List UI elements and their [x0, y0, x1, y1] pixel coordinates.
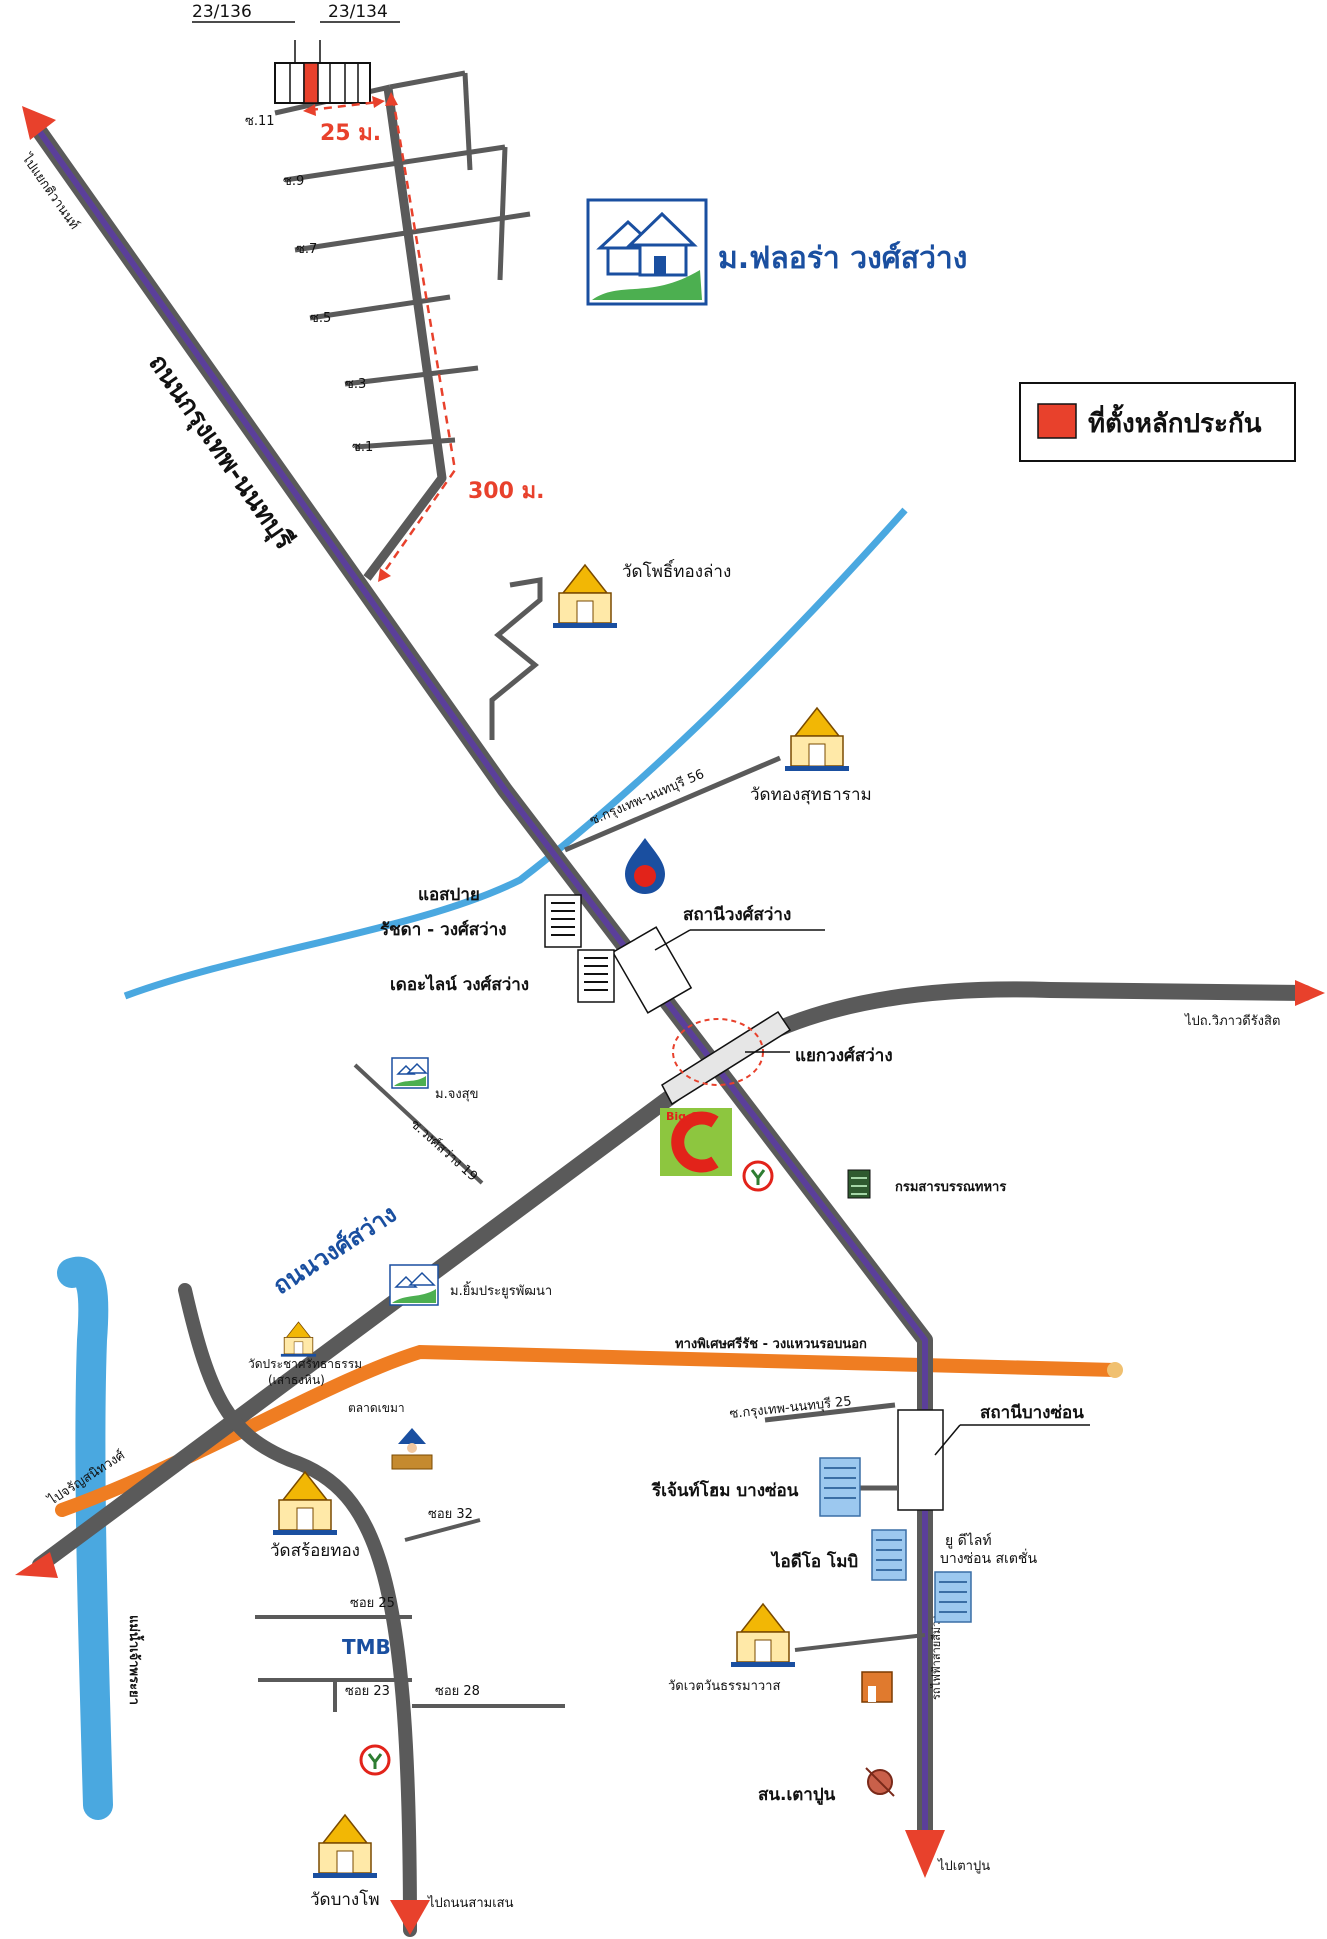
- market-icon: [391, 1428, 433, 1470]
- expressway-line: [55, 1344, 1122, 1517]
- soi-11-label: ซ.11: [245, 114, 275, 129]
- arrow-25-right-icon: [372, 96, 385, 108]
- place-junction-wongsawang: แยกวงศ์สว่าง: [795, 1045, 893, 1066]
- place-u-delight-2: บางซ่อน สเตชั่น: [940, 1549, 1037, 1567]
- condo-icon-u-delight: [934, 1571, 972, 1623]
- bank-icon-lower: [359, 1744, 391, 1776]
- place-aspire-line1: แอสปาย: [418, 885, 480, 905]
- upper-canal: [123, 507, 908, 1000]
- place-m-yim: ม.ยิ้มประยูรพัฒนา: [450, 1281, 552, 1299]
- bigc-logo: [660, 1108, 732, 1176]
- bigc-label: Big C: [666, 1110, 698, 1123]
- condo-icon-regent: [819, 1457, 861, 1517]
- place-wat-thong-suttharam: วัดทองสุทธาราม: [750, 785, 872, 805]
- arrow-west-icon: [15, 1552, 58, 1578]
- place-wat-kheman: วัดเวตวันธรรมาวาส: [668, 1679, 780, 1694]
- arrow-south-icon: [390, 1900, 430, 1935]
- place-the-line: เดอะไลน์ วงศ์สว่าง: [390, 974, 529, 995]
- shop-icon: [861, 1671, 893, 1703]
- gas-station-icon: [625, 838, 665, 894]
- place-wat-prachasat: วัดประชาศรัทธาธรรม: [248, 1357, 362, 1371]
- distance-25: 25 ม.: [320, 121, 381, 146]
- plot-label-left: 23/136: [192, 2, 252, 22]
- plot-highlight: [303, 62, 319, 104]
- road-label-soi-23: ซอย 23: [345, 1684, 390, 1699]
- station-wongsawang-box: [611, 926, 693, 1014]
- place-wat-soi-thong: วัดสร้อยทอง: [270, 1541, 360, 1561]
- place-u-delight-1: ยู ดีไลท์: [945, 1532, 992, 1549]
- condo-icon-ideo: [871, 1529, 907, 1581]
- place-wat-prachasat-sub: (เสาธงหิน): [268, 1373, 325, 1387]
- purple-line-label: รถไฟฟ้าสายสีม่วง: [930, 1615, 943, 1700]
- place-ideo-mobi: ไอดีโอ โมบิ: [770, 1551, 858, 1572]
- road-label-soi-25: ซอย 25: [350, 1596, 395, 1611]
- temple-icon-pho-thong-lang: [553, 563, 617, 628]
- distance-markers: [309, 97, 457, 576]
- side-roads: [178, 577, 926, 1937]
- plot-label-right: 23/134: [328, 2, 388, 22]
- housing-icon-yim: [389, 1264, 439, 1306]
- place-aspire-line2: รัชดา - วงศ์สว่าง: [380, 919, 507, 940]
- place-tmb: TMB: [342, 1635, 391, 1659]
- police-icon: [865, 1767, 895, 1797]
- legend-label: ที่ตั้งหลักประกัน: [1088, 403, 1262, 439]
- wongsawang-road: [32, 981, 1313, 1573]
- condo-icon-the-line: [577, 949, 615, 1003]
- arrow-east-icon: [1295, 980, 1325, 1006]
- chao-phraya-river: [57, 1256, 113, 1820]
- arrow-25-left-icon: [303, 104, 316, 116]
- project-name: ม.ฟลอร่า วงศ์สว่าง: [718, 241, 967, 276]
- direction-east: ไปถ.วิภาวดีรังสิต: [1184, 1013, 1280, 1029]
- temple-icon-kheman: [731, 1602, 795, 1667]
- temple-icon-thong-suttharam: [785, 706, 849, 771]
- arrow-north-icon: [22, 106, 56, 140]
- place-regent-home: รีเจ้นท์โฮม บางซ่อน: [651, 1480, 799, 1501]
- road-label-expressway: ทางพิเศษศรีรัช - วงแหวนรอบนอก: [675, 1336, 867, 1352]
- soi-7-label: ซ.7: [296, 242, 317, 257]
- temple-icon-bang-pho: [313, 1813, 377, 1878]
- place-dept: กรมสารบรรณทหาร: [895, 1180, 1006, 1195]
- soi-1-label: ซ.1: [352, 440, 373, 455]
- soi-9-label: ซ.9: [283, 174, 304, 189]
- soi-grid: [274, 70, 531, 450]
- soi-5-label: ซ.5: [310, 311, 331, 326]
- river-label: แม่น้ำเจ้าพระยา: [126, 1615, 145, 1705]
- legend-swatch: [1037, 403, 1077, 439]
- bank-icon-upper: [742, 1160, 774, 1192]
- condo-icon-aspire: [544, 894, 582, 948]
- housing-icon-jongsuk: [391, 1057, 429, 1089]
- place-wat-pho-thong-lang: วัดโพธิ์ทองล่าง: [622, 559, 731, 582]
- road-label-wongsawang: ถนนวงศ์สว่าง: [268, 1200, 402, 1300]
- arrow-south-east-icon: [905, 1830, 945, 1878]
- road-label-soi-19: ซ.วงศ์สว่าง 19: [407, 1116, 480, 1184]
- expressway-end-icon: [1107, 1362, 1123, 1378]
- project-lane: [363, 87, 447, 581]
- place-m-jongsuk: ม.จงสุข: [435, 1087, 479, 1102]
- plot-block: [192, 21, 400, 104]
- direction-south-east: ไปเตาปูน: [937, 1858, 990, 1874]
- place-station-bangson: สถานีบางซ่อน: [980, 1402, 1084, 1423]
- temple-icon-soi-thong: [273, 1470, 337, 1535]
- road-label-soi-32: ซอย 32: [428, 1507, 473, 1522]
- place-market: ตลาดเขมา: [348, 1401, 405, 1415]
- station-bangson-box: [897, 1409, 944, 1511]
- road-label-soi-28: ซอย 28: [435, 1684, 480, 1699]
- place-station-wongsawang: สถานีวงศ์สว่าง: [683, 904, 791, 925]
- place-wat-bang-pho: วัดบางโพ: [310, 1889, 380, 1910]
- place-tao-poon: สน.เตาปูน: [758, 1785, 836, 1806]
- distance-300: 300 ม.: [468, 479, 544, 504]
- project-logo: [586, 198, 708, 306]
- office-icon: [847, 1169, 871, 1199]
- legend-box: [1019, 382, 1296, 462]
- direction-south: ไปถนนสามเสน: [427, 1895, 514, 1911]
- arrow-300-top-icon: [385, 92, 398, 106]
- arrow-300-bottom-icon: [378, 568, 391, 582]
- soi-3-label: ซ.3: [345, 377, 366, 392]
- temple-icon-prachasat: [280, 1321, 317, 1357]
